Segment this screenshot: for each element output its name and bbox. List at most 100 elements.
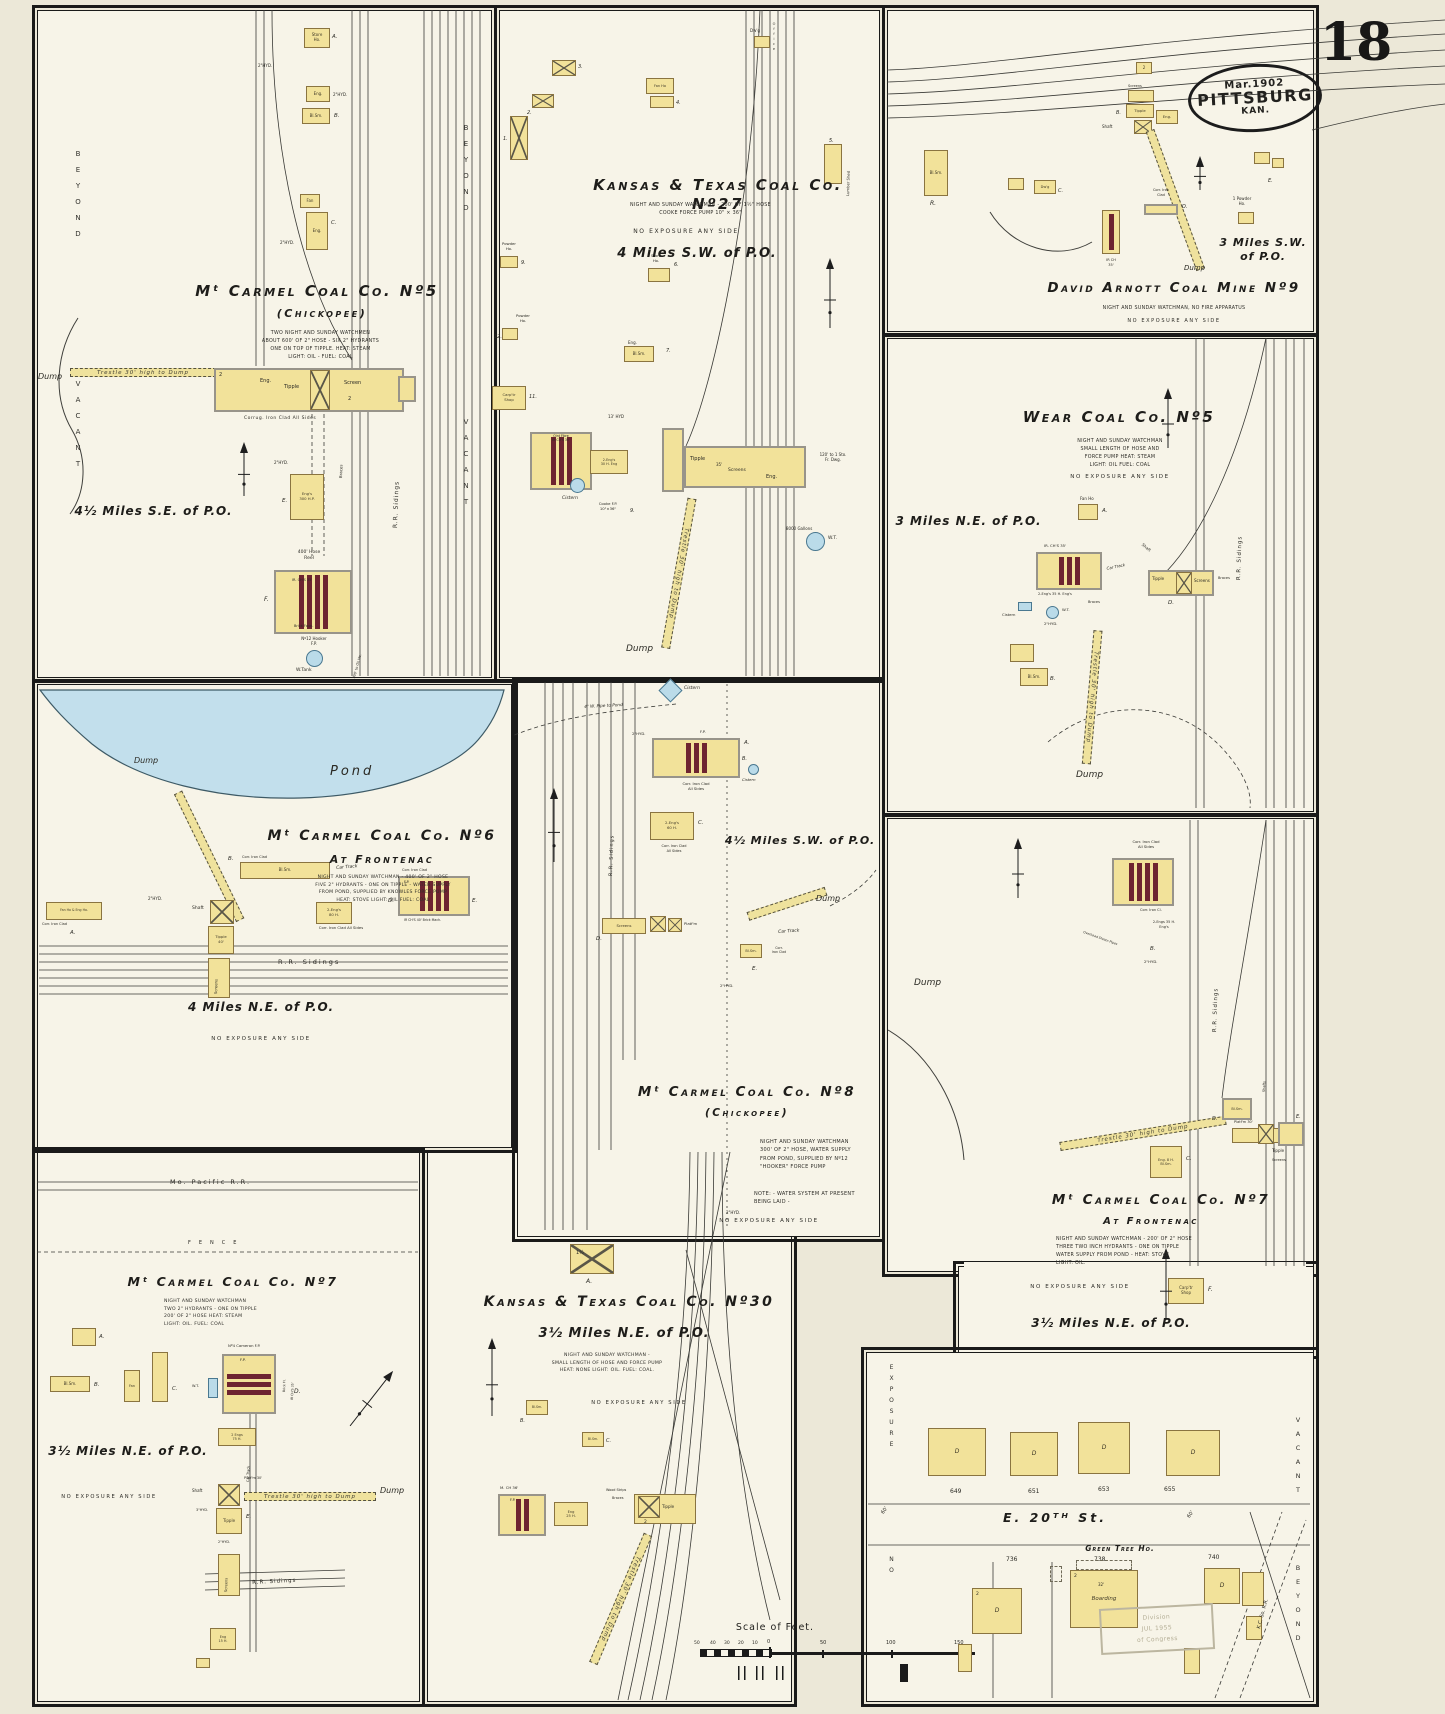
p8-note: Night and Sunday watchman two 2" hydrant…	[164, 1299, 257, 1327]
map-vertical-label: BEYOND	[74, 150, 82, 246]
map-label: Fan Ho	[1080, 496, 1094, 501]
map-label: Shaft	[192, 1488, 203, 1493]
building: 2 Engs 75 H.	[218, 1428, 256, 1446]
building: Carp'tr Shop	[492, 386, 526, 410]
p9-note: Night and Sunday watchman - small length…	[551, 1353, 663, 1374]
building	[1076, 1560, 1132, 1570]
railroad-lines	[37, 9, 1445, 1701]
map-label: Tipple	[1152, 576, 1165, 581]
map-label: 9.	[630, 508, 635, 514]
map-label: B.	[1116, 110, 1122, 116]
map-label: F.P.	[404, 880, 410, 884]
map-label: Dw'g	[750, 28, 760, 33]
water-feature	[208, 1378, 218, 1398]
building	[1184, 1648, 1200, 1674]
map-label: Platf'm	[684, 921, 698, 926]
building: Boarding	[1070, 1570, 1138, 1628]
map-vertical-label: EXPOSURE	[888, 1364, 895, 1452]
map-label: 35'	[716, 462, 723, 467]
building	[310, 370, 330, 410]
map-label: W.T.	[1062, 607, 1070, 612]
dump-label: Dump	[1076, 770, 1104, 780]
building: Bl.Sm.	[50, 1376, 90, 1392]
building	[1278, 1122, 1304, 1146]
map-label: C.	[606, 1438, 612, 1444]
map-label: C.	[698, 820, 704, 826]
map-label: E.	[752, 966, 758, 972]
map-vertical-label: NO	[888, 1556, 895, 1578]
building	[152, 1352, 168, 1402]
building	[662, 428, 684, 492]
dump-label: Dump	[816, 894, 841, 903]
map-label: 4.	[676, 100, 681, 106]
p6-subtitle: (Chickopee)	[704, 1107, 790, 1119]
panel-mt-carmel-7-south	[32, 1147, 425, 1707]
building	[1246, 1616, 1262, 1640]
building	[1102, 210, 1120, 254]
north-arrow-icon	[1158, 1248, 1174, 1320]
map-label: Platf'm 30'	[1234, 1120, 1253, 1124]
map-label: 2"HYD.	[1144, 959, 1158, 964]
p10-street-label: E. 20ᵀᴴ St.	[1002, 1510, 1108, 1525]
building	[1238, 212, 1254, 224]
panel-kansas-texas-27	[494, 5, 885, 683]
map-label: E.	[246, 1514, 252, 1520]
map-label: Eng.	[766, 474, 778, 480]
building: Eng 15 H.	[210, 1628, 236, 1650]
water-feature	[570, 478, 585, 493]
map-label: Platf'm 30'	[244, 1476, 263, 1480]
fence-label: FENCE	[188, 1240, 245, 1246]
building: Fan Ho & Eng Ho.	[46, 902, 102, 920]
map-label: Wood Strips	[606, 1488, 627, 1492]
map-label: 400' Hose Reel	[297, 550, 321, 561]
stamp-state: KAN.	[1240, 105, 1271, 117]
map-label: A.	[70, 930, 76, 936]
map-label: W.T.	[192, 1384, 200, 1388]
map-vertical-label: Office	[772, 22, 776, 52]
building	[72, 1328, 96, 1346]
map-label: 7.	[666, 348, 671, 354]
building	[214, 368, 404, 412]
map-label: 2"HYD.	[632, 731, 646, 736]
map-label: 40	[710, 1641, 716, 1646]
water-feature	[748, 764, 759, 775]
map-label: Powder Ho.	[516, 313, 530, 323]
p7-subtitle: At Frontenac	[1103, 1216, 1199, 1227]
map-label: 11.	[529, 394, 537, 400]
map-label: 2"HYD.	[274, 460, 289, 465]
building	[208, 958, 230, 998]
map-label: Corr. Iron Clad All Sides	[661, 844, 687, 853]
map-label: E.	[1268, 178, 1273, 184]
p3-exposure: No Exposure Any Side	[1127, 318, 1221, 324]
map-label: W.Tank	[296, 668, 312, 673]
building	[218, 1484, 240, 1506]
map-label: B.	[520, 1418, 526, 1424]
p7-location: 3½ Miles N.E. of P.O.	[1031, 1316, 1191, 1330]
building	[1258, 1124, 1274, 1144]
map-label: Corr. Iron Clad All Sides	[318, 925, 364, 930]
map-label: 120' to 1 Sto. Fr. Dwg.	[819, 452, 847, 463]
map-label: 2"HYD.	[720, 983, 734, 988]
map-label: 9.	[521, 260, 526, 266]
map-label: Eng.	[260, 378, 272, 384]
map-label: 12.	[494, 334, 502, 340]
building	[824, 144, 842, 184]
water-feature	[306, 650, 323, 667]
building	[668, 918, 682, 932]
panel-join	[964, 1262, 1306, 1276]
north-arrow-icon	[1192, 156, 1208, 190]
building: Bl.Sm.	[302, 108, 330, 124]
map-label: 20	[738, 1641, 744, 1646]
map-label: C.	[172, 1386, 178, 1392]
map-label: Screens	[1194, 578, 1210, 583]
map-vertical-label: VACANT	[74, 380, 82, 476]
building	[1036, 552, 1102, 590]
map-label: Screens	[1128, 84, 1142, 88]
map-label: 653	[1098, 1486, 1110, 1493]
map-label: A.	[332, 34, 338, 40]
map-label: B.	[94, 1382, 100, 1388]
map-label: IR CH'S 40' Brick Mach.	[404, 918, 442, 922]
building: Screens	[602, 918, 646, 934]
